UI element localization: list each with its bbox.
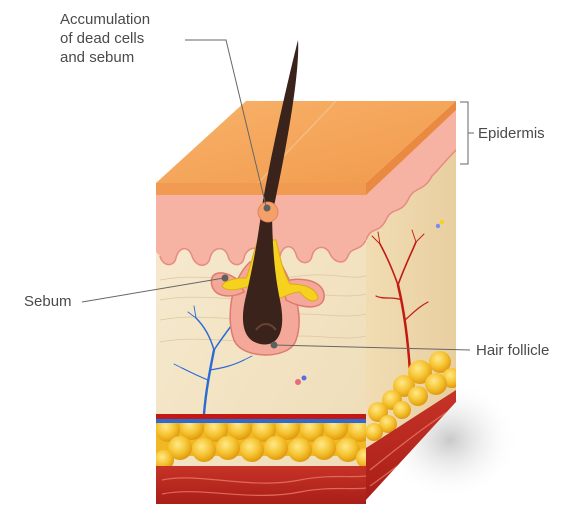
label-hair-follicle: Hair follicle — [476, 341, 549, 360]
muscle-layer — [156, 466, 366, 504]
artery-band — [156, 414, 366, 419]
vein-band — [156, 419, 366, 423]
label-accumulation: Accumulation of dead cells and sebum — [60, 10, 150, 67]
label-sebum: Sebum — [24, 292, 72, 311]
label-epidermis: Epidermis — [478, 124, 545, 143]
